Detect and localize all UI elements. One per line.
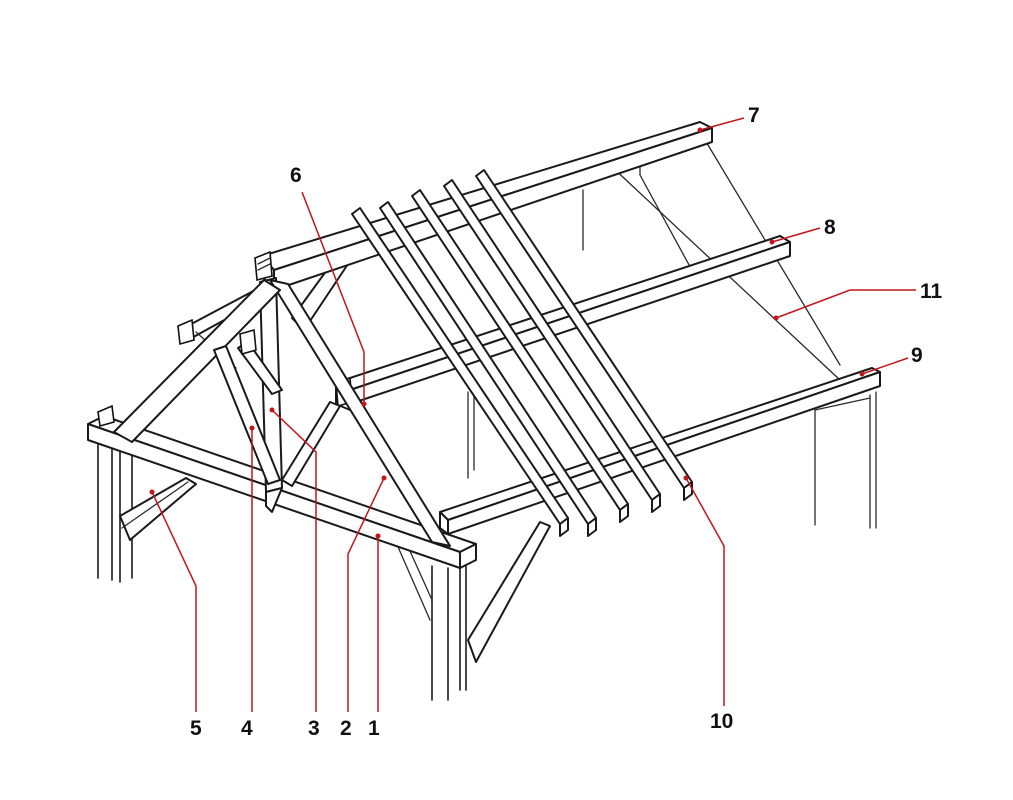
leader-5 bbox=[151, 491, 197, 712]
leader-10 bbox=[685, 477, 725, 706]
leader-11 bbox=[775, 289, 916, 319]
callout-7: 7 bbox=[748, 104, 760, 127]
callout-9: 9 bbox=[911, 344, 923, 367]
leader-6 bbox=[301, 191, 365, 404]
knee-brace-5 bbox=[119, 477, 197, 541]
purlin-8 bbox=[335, 235, 791, 411]
callout-labels: 1 2 3 4 5 6 7 8 9 10 11 bbox=[190, 104, 943, 740]
leader-7 bbox=[699, 117, 745, 131]
leader-3 bbox=[271, 409, 317, 712]
ridge-beam-7 bbox=[254, 121, 713, 291]
callout-5: 5 bbox=[190, 717, 202, 740]
callout-3: 3 bbox=[308, 717, 320, 740]
callout-1: 1 bbox=[368, 717, 380, 740]
rafters-10 bbox=[351, 169, 693, 537]
callout-8: 8 bbox=[824, 216, 836, 239]
leader-8 bbox=[771, 227, 821, 243]
leader-9 bbox=[861, 357, 909, 375]
leader-lines bbox=[151, 117, 916, 712]
callout-2: 2 bbox=[340, 717, 352, 740]
strut-4 bbox=[213, 328, 341, 487]
callout-10: 10 bbox=[710, 710, 733, 733]
front-right-post bbox=[394, 521, 551, 701]
leader-dots bbox=[149, 127, 865, 539]
callout-11: 11 bbox=[920, 280, 943, 303]
callout-4: 4 bbox=[241, 717, 253, 740]
callout-6: 6 bbox=[290, 164, 302, 187]
leader-2 bbox=[347, 477, 385, 712]
principal-rafter-2 bbox=[113, 279, 451, 547]
